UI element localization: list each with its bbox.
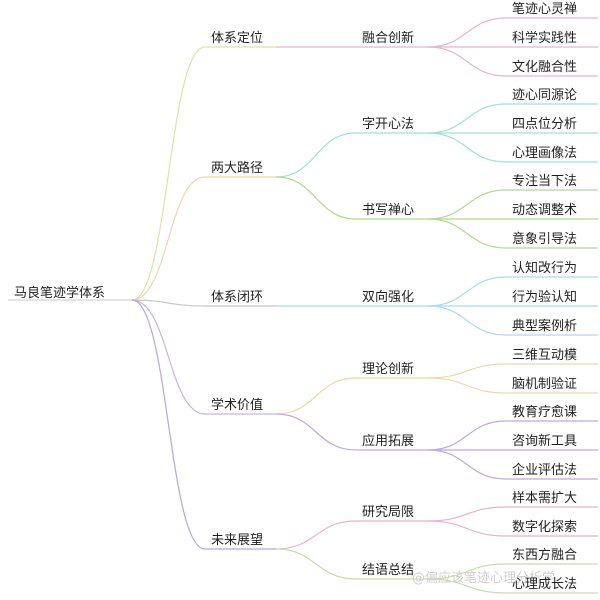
leaf-node[interactable]: 认知改行为 <box>512 261 578 276</box>
leaf-connector <box>427 189 507 220</box>
leaf-connector <box>427 520 507 537</box>
leaf-connector <box>427 363 507 379</box>
leaf-connector <box>427 420 507 451</box>
leaf-connector <box>427 218 507 249</box>
leaf-connector <box>427 506 507 522</box>
leaf-node[interactable]: 文化融合性 <box>512 60 578 75</box>
leaf-node[interactable]: 科学实践性 <box>512 31 578 46</box>
leaf-connector <box>427 377 507 394</box>
leaf-node[interactable]: 东西方融合 <box>512 548 578 563</box>
leaf-node[interactable]: 四点位分析 <box>512 117 578 132</box>
sub-node[interactable]: 双向强化 <box>362 290 415 305</box>
leaf-node[interactable]: 咨询新工具 <box>512 434 578 449</box>
leaf-node[interactable]: 脑机制验证 <box>512 377 578 392</box>
leaf-node[interactable]: 企业评估法 <box>512 463 578 478</box>
leaf-connector <box>427 449 507 480</box>
leaf-connector <box>427 276 507 307</box>
sub-connector <box>275 377 357 415</box>
branch-node[interactable]: 体系闭环 <box>211 290 264 305</box>
sub-node[interactable]: 研究局限 <box>362 505 415 520</box>
sub-node[interactable]: 书写禅心 <box>362 203 415 218</box>
leaf-node[interactable]: 专注当下法 <box>512 174 578 189</box>
branch-node[interactable]: 未来展望 <box>211 533 264 548</box>
sub-node[interactable]: 字开心法 <box>362 117 415 132</box>
branch-node[interactable]: 体系定位 <box>211 31 264 46</box>
leaf-node[interactable]: 动态调整术 <box>512 203 578 218</box>
branch-node[interactable]: 学术价值 <box>211 398 264 413</box>
sub-node[interactable]: 结语总结 <box>362 563 415 578</box>
leaf-node[interactable]: 三维互动模 <box>512 348 578 363</box>
leaf-node[interactable]: 典型案例析 <box>512 319 578 334</box>
leaf-node[interactable]: 笔迹心灵禅 <box>512 2 578 17</box>
leaf-node[interactable]: 心理画像法 <box>512 146 578 161</box>
leaf-connector <box>427 563 507 580</box>
leaf-connector <box>427 103 507 134</box>
sub-connector <box>275 548 357 580</box>
watermark: @偏应该笔迹心理分析学 <box>412 571 556 586</box>
sub-connector <box>275 520 357 550</box>
sub-connector <box>275 413 357 451</box>
leaf-node[interactable]: 样本需扩大 <box>512 491 578 506</box>
leaf-connector <box>427 305 507 336</box>
leaf-node[interactable]: 心理成长法 <box>512 577 578 592</box>
sub-node[interactable]: 理论创新 <box>362 362 415 377</box>
branch-connector <box>131 299 206 415</box>
sub-node[interactable]: 应用拓展 <box>362 434 415 449</box>
leaf-connector <box>427 17 507 48</box>
leaf-node[interactable]: 教育疗愈课 <box>512 405 578 420</box>
branch-connector <box>131 46 206 301</box>
sub-connector <box>275 176 357 220</box>
sub-connector <box>275 132 357 178</box>
leaf-connector <box>427 578 507 594</box>
branch-connector <box>131 299 206 307</box>
root-node[interactable]: 马良笔迹学体系 <box>14 286 106 301</box>
leaf-node[interactable]: 迹心同源论 <box>512 88 578 103</box>
branch-connector <box>131 176 206 301</box>
branch-node[interactable]: 两大路径 <box>211 161 264 176</box>
sub-node[interactable]: 融合创新 <box>362 31 415 46</box>
leaf-node[interactable]: 行为验认知 <box>512 290 578 305</box>
leaf-node[interactable]: 数字化探索 <box>512 520 578 535</box>
leaf-node[interactable]: 意象引导法 <box>512 232 578 247</box>
leaf-connector <box>427 132 507 163</box>
branch-connector <box>131 299 206 550</box>
leaf-connector <box>427 46 507 77</box>
